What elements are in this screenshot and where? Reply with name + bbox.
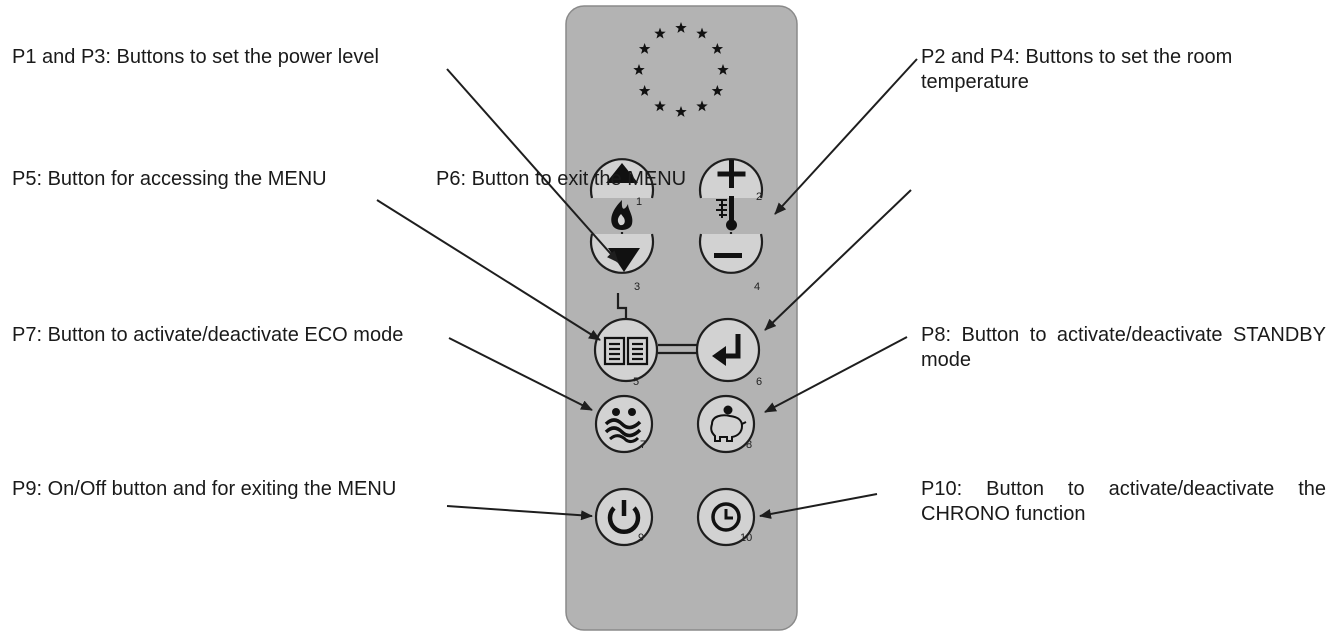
star-mark [638, 43, 651, 54]
button-number-1: 1 [636, 196, 642, 208]
label-p7: P7: Button to activate/deactivate ECO mo… [12, 324, 404, 346]
button-number-4: 4 [754, 281, 760, 293]
book-icon [603, 336, 649, 366]
power-up-button[interactable]: 1 [589, 158, 655, 208]
star-mark [711, 85, 724, 96]
arrow-p7 [448, 337, 593, 411]
temperature-up-button[interactable]: 2 [698, 158, 764, 203]
button-number-2: 2 [756, 191, 762, 203]
clock-icon [711, 502, 741, 532]
eco-icon [604, 408, 642, 444]
button-number-6: 6 [756, 376, 762, 388]
standby-mode-button[interactable]: 8 [696, 394, 756, 454]
label-p1-p3: P1 and P3: Buttons to set the power leve… [12, 46, 379, 68]
flame-icon [611, 200, 633, 230]
label-p5: P5: Button for accessing the MENU [12, 168, 327, 190]
label-p10: P10: Button to activate/deactivate the C… [921, 478, 1326, 525]
arrow-p10 [759, 493, 878, 519]
arrow-up-icon [606, 163, 638, 183]
star-mark [654, 100, 666, 112]
eu-stars-icon [633, 22, 729, 117]
menu-exit-button[interactable]: 6 [695, 317, 762, 388]
minus-icon [714, 253, 742, 258]
arrow-p9 [446, 505, 593, 521]
star-mark [654, 27, 666, 39]
star-mark [675, 22, 687, 33]
button-number-5: 5 [633, 376, 639, 388]
label-p6: P6: Button to exit the MENU [436, 168, 687, 190]
label-p9: P9: On/Off button and for exiting the ME… [12, 478, 397, 500]
eco-mode-button[interactable]: 7 [594, 394, 654, 454]
arrow-p1-p3 [446, 68, 619, 263]
button-number-3: 3 [634, 281, 640, 293]
piggy-bank-icon [710, 405, 747, 442]
thermometer-icon [716, 196, 737, 231]
callout-arrows [376, 58, 918, 521]
menu-button[interactable]: 5 [593, 317, 659, 388]
chrono-button[interactable]: 10 [696, 487, 756, 547]
arrow-p2-p4 [774, 58, 918, 215]
star-mark [633, 64, 645, 75]
star-mark [711, 43, 724, 54]
arrow-p6 [764, 189, 912, 331]
button-number-10: 10 [740, 532, 752, 544]
label-p8: P8: Button to activate/deactivate STANDB… [921, 324, 1326, 371]
button-number-7: 7 [640, 439, 646, 451]
temperature-down-button[interactable]: 4 [698, 233, 764, 293]
label-p2-p4: P2 and P4: Buttons to set the room tempe… [921, 46, 1233, 93]
star-mark [675, 106, 687, 117]
button-number-9: 9 [638, 532, 644, 544]
button-number-8: 8 [746, 439, 752, 451]
star-mark [717, 64, 729, 75]
arrow-p5 [376, 199, 601, 341]
star-mark [696, 27, 708, 39]
star-mark [696, 100, 708, 112]
power-icon [607, 500, 641, 535]
on-off-button[interactable]: 9 [594, 487, 654, 547]
arrow-p8 [764, 336, 908, 413]
enter-icon [712, 334, 741, 366]
remote-body [565, 5, 798, 631]
star-mark [638, 85, 651, 96]
